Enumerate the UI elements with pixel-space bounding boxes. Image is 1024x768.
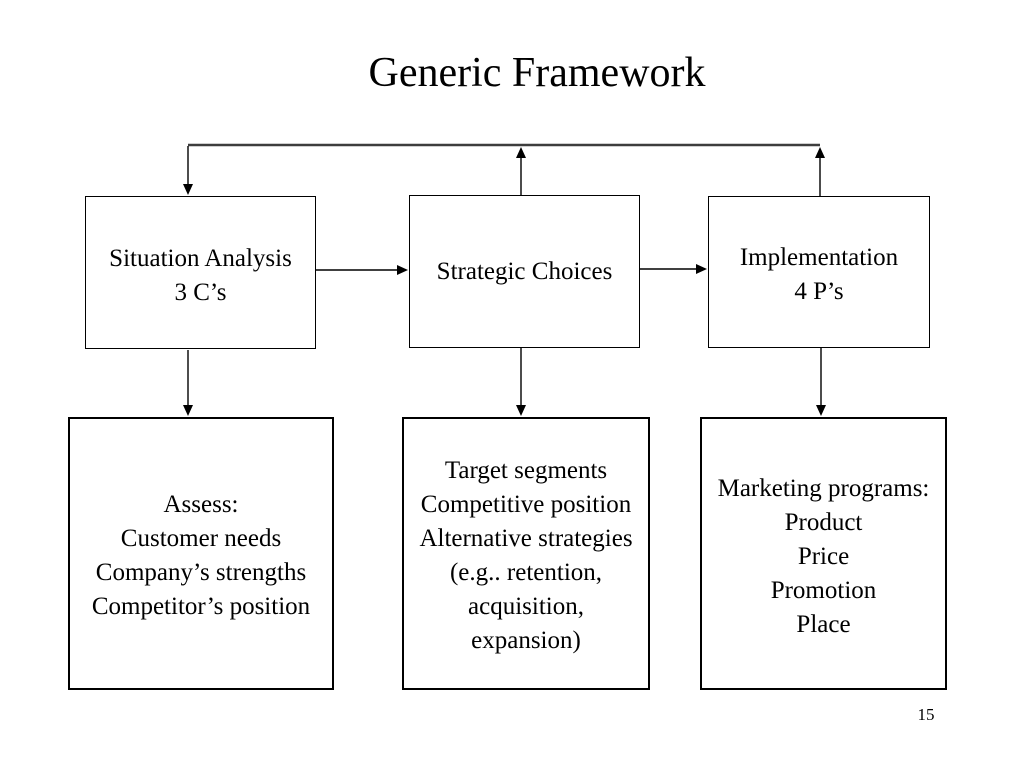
box-label-line: Assess:: [163, 490, 239, 518]
box-label-line: Price: [797, 542, 850, 570]
box-implementation: Implementation 4 P’s: [708, 196, 930, 348]
box-label-line: Customer needs: [120, 524, 282, 552]
box-label-line: Strategic Choices: [436, 257, 613, 285]
box-label-line: Promotion: [770, 576, 877, 604]
box-label-line: Product: [784, 508, 863, 536]
box-label-line: Place: [796, 610, 851, 638]
arrow-implementation-to-marketing: [816, 348, 826, 416]
box-label-line: 4 P’s: [794, 278, 844, 305]
box-strategic-choices: Strategic Choices: [409, 195, 640, 348]
arrow-strategic-to-feedback: [516, 147, 526, 195]
box-strategic-details: Target segments Competitive position Alt…: [402, 417, 650, 690]
box-assess: Assess: Customer needs Company’s strengt…: [68, 417, 334, 690]
page-number: 15: [917, 705, 935, 724]
box-label-line: Target segments: [444, 456, 608, 484]
arrow-situation-to-assess: [183, 350, 193, 416]
arrow-implementation-to-feedback: [815, 147, 825, 196]
arrow-feedback-to-situation: [183, 146, 193, 195]
box-label-line: Competitor’s position: [91, 592, 311, 620]
slide-title: Generic Framework: [368, 50, 706, 96]
box-label-line: Alternative strategies: [419, 524, 633, 552]
arrow-strategic-to-details: [516, 348, 526, 416]
box-label-line: Situation Analysis: [109, 244, 292, 272]
box-label-line: Company’s strengths: [95, 558, 307, 586]
box-label-line: Competitive position: [420, 490, 632, 518]
box-label-line: Marketing programs:: [717, 474, 930, 502]
arrow-situation-to-strategic: [316, 265, 408, 275]
arrow-strategic-to-implementation: [640, 264, 707, 274]
box-label-line: expansion): [471, 626, 581, 654]
box-label-line: 3 C’s: [174, 278, 227, 306]
box-marketing-programs: Marketing programs: Product Price Promot…: [700, 417, 947, 690]
box-label-line: Implementation: [739, 244, 899, 271]
box-label-line: (e.g.. retention,: [449, 558, 603, 586]
box-label-line: acquisition,: [468, 592, 584, 620]
box-situation-analysis: Situation Analysis 3 C’s: [85, 196, 316, 349]
